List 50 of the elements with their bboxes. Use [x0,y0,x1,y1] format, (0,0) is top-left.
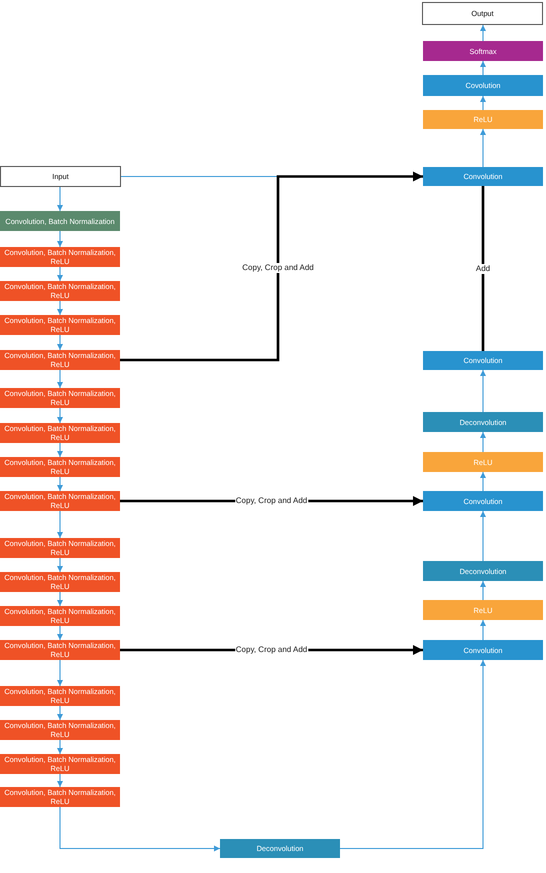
arrow [480,370,486,412]
layer-box [423,41,543,61]
arrow [57,558,63,572]
arrow [480,24,486,42]
edge-label: Copy, Crop and Add [234,645,308,655]
layer-box [423,110,543,129]
arrow [57,510,63,538]
arrow [480,128,486,168]
arrow [57,626,63,640]
layer-box [423,491,543,511]
arrow [60,806,220,852]
arrow [480,620,486,640]
arrow [57,300,63,316]
layer-box [423,412,543,432]
arrow [57,370,63,388]
layer-box [423,351,543,370]
layer-box [423,600,543,620]
connector-line [482,186,484,351]
arrow [57,592,63,606]
layer-box [423,167,543,186]
arrow [57,266,63,282]
input-output-box [422,2,543,25]
arrow [480,472,486,492]
layer-box [423,452,543,472]
arrow [57,476,63,492]
arrow [57,660,63,686]
layer-box [423,75,543,96]
arrow [57,408,63,424]
arrow [480,60,486,76]
arrow [57,774,63,788]
arrow [120,172,423,362]
arrow [57,230,63,248]
edge-label: Copy, Crop and Add [234,496,308,506]
layer-box [423,640,543,660]
arrow [57,706,63,720]
arrow [480,96,486,110]
edge-label: Add [474,264,492,274]
arrow [57,442,63,458]
input-output-box [0,166,121,187]
arrow [340,660,486,849]
layer-box [220,839,340,858]
arrow [480,432,486,452]
arrow [480,580,486,600]
edge-label: Copy, Crop and Add [241,263,315,274]
layer-box [0,211,120,231]
layer-box [423,561,543,581]
arrow [480,510,486,562]
arrow [57,740,63,754]
arrow [57,186,63,212]
arrow [57,334,63,350]
